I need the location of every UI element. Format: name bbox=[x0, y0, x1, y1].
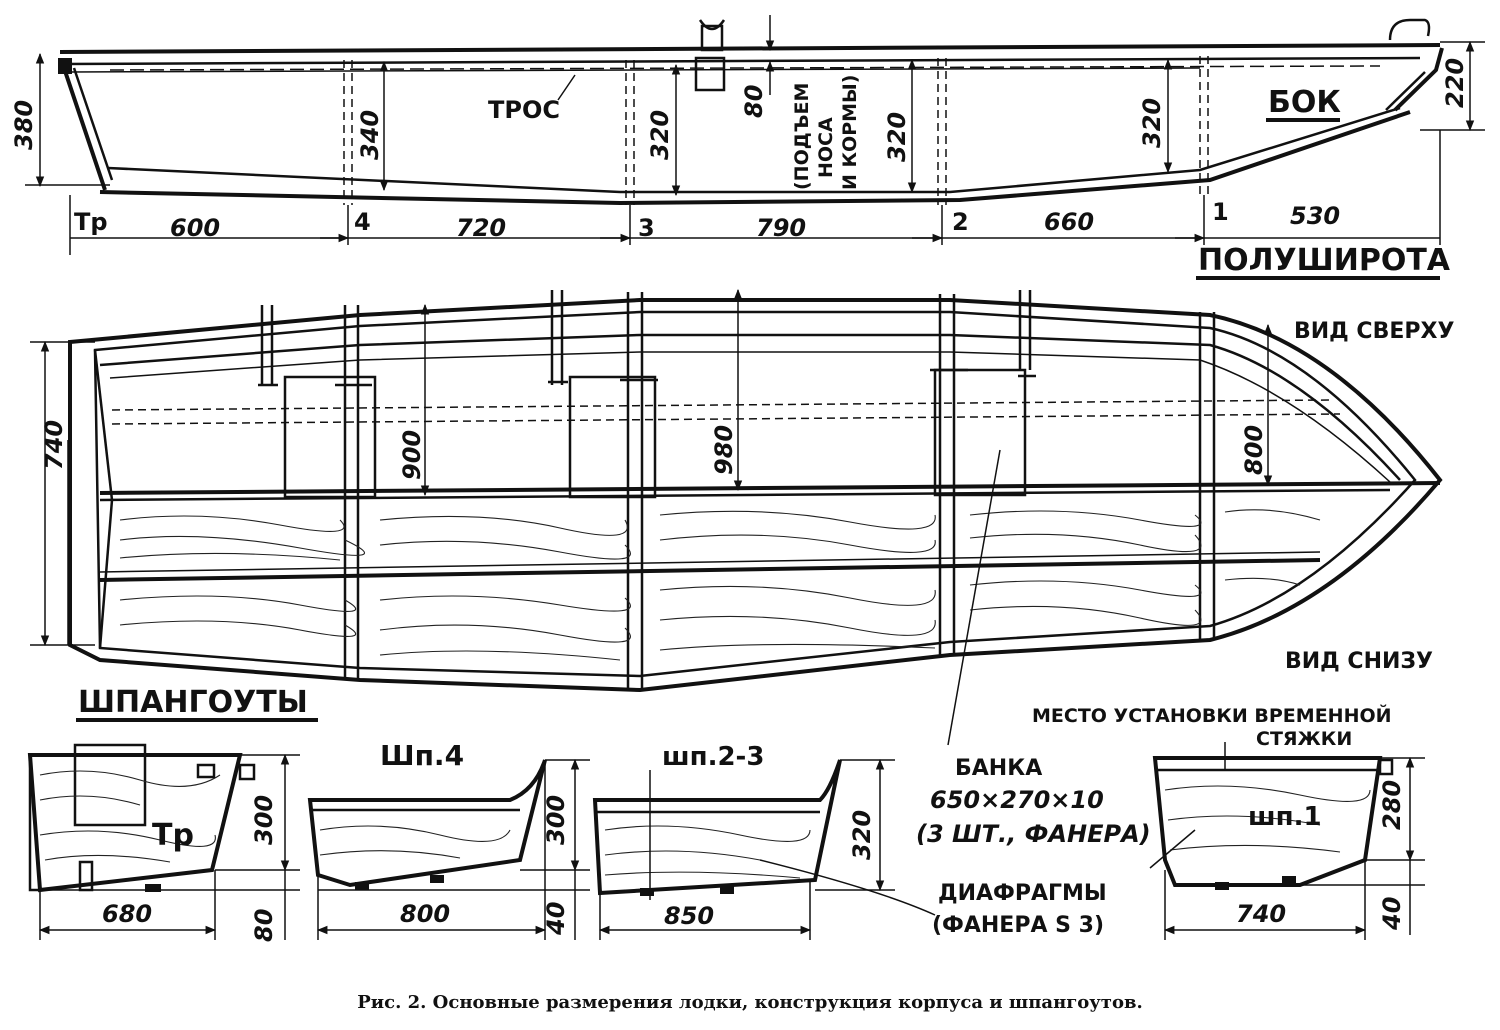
dim-transom-height: 380 bbox=[10, 100, 38, 150]
bottom-view-label: ВИД СНИЗУ bbox=[1285, 649, 1433, 674]
cable-label: ТРОС bbox=[488, 96, 560, 124]
dim-plan-st3: 980 bbox=[710, 425, 738, 475]
frame-1-label: шп.1 bbox=[1248, 802, 1322, 832]
frame-tr-height: 300 bbox=[250, 795, 278, 845]
frame-4-height: 300 bbox=[542, 795, 570, 845]
lift-note-1: (ПОДЪЕМ bbox=[791, 83, 813, 190]
spacing-4: 660 bbox=[1044, 208, 1094, 236]
spacing-5: 530 bbox=[1290, 202, 1340, 230]
frames-section: ШПАНГОУТЫ Тр 300 80 680 bbox=[27, 685, 1425, 942]
half-breadth-title: ПОЛУШИРОТА bbox=[1198, 243, 1451, 278]
lift-note-3: И КОРМЫ) bbox=[839, 75, 861, 190]
frame-2-3: шп.2-3 320 850 bbox=[592, 742, 936, 940]
dim-lift: 80 bbox=[740, 85, 768, 118]
frame-4-label: Шп.4 bbox=[380, 739, 464, 772]
frame-1-height: 280 bbox=[1378, 780, 1406, 830]
dim-st1-height: 320 bbox=[1138, 98, 1166, 148]
frame-tr-width: 680 bbox=[102, 900, 152, 928]
side-view-title: БОК bbox=[1268, 85, 1341, 120]
dim-plan-transom: 740 bbox=[40, 420, 68, 470]
bench-size: 650×270×10 bbox=[930, 786, 1104, 814]
spacing-3: 790 bbox=[756, 214, 806, 242]
frame-transom: Тр 300 80 680 bbox=[27, 743, 300, 942]
dim-st2-height: 320 bbox=[883, 112, 911, 162]
oarlock-icon bbox=[694, 19, 726, 92]
frame-tr-label: Тр bbox=[152, 818, 194, 853]
frame-4: Шп.4 300 40 800 bbox=[307, 739, 590, 940]
temp-tie-line1: МЕСТО УСТАНОВКИ ВРЕМЕННОЙ bbox=[1032, 704, 1392, 727]
dim-st3-height: 320 bbox=[646, 110, 674, 160]
frame-4-width: 800 bbox=[400, 900, 450, 928]
dim-bow-height: 220 bbox=[1441, 58, 1469, 108]
frame-1: шп.1 280 40 740 bbox=[1149, 742, 1425, 940]
bench-qty: (3 ШТ., ФАНЕРА) bbox=[916, 820, 1151, 848]
plan-view: 740 900 980 800 ВИД СВЕРХУ ВИД СНИЗУ bbox=[30, 288, 1454, 746]
frame-23-label: шп.2-3 bbox=[662, 742, 764, 772]
station-1: 1 bbox=[1212, 198, 1229, 226]
frame-tr-rise: 80 bbox=[250, 909, 278, 942]
dim-st4-height: 340 bbox=[356, 110, 384, 160]
frame-23-width: 850 bbox=[664, 902, 714, 930]
station-2: 2 bbox=[952, 208, 969, 236]
side-view: БОК ТРОС 380 340 320 80 (ПОДЪЕМ НОСА И К… bbox=[10, 15, 1485, 280]
frame-1-width: 740 bbox=[1236, 900, 1286, 928]
frame-1-rise: 40 bbox=[1378, 897, 1406, 931]
bench-title: БАНКА bbox=[955, 756, 1042, 781]
frames-title: ШПАНГОУТЫ bbox=[78, 685, 308, 720]
station-transom: Тр bbox=[74, 208, 108, 236]
spacing-1: 600 bbox=[170, 214, 220, 242]
station-4: 4 bbox=[354, 208, 371, 236]
plank-grain bbox=[119, 509, 1321, 661]
temp-tie-line2: СТЯЖКИ bbox=[1256, 728, 1352, 750]
top-view-label: ВИД СВЕРХУ bbox=[1294, 319, 1454, 344]
dim-plan-st4: 900 bbox=[398, 430, 426, 480]
diaphragms-material: (ФАНЕРА S 3) bbox=[932, 913, 1104, 938]
frame-4-rise: 40 bbox=[542, 902, 570, 936]
lift-note-2: НОСА bbox=[815, 117, 837, 178]
frame-23-height: 320 bbox=[848, 810, 876, 860]
station-3: 3 bbox=[638, 214, 655, 242]
spacing-2: 720 bbox=[456, 214, 506, 242]
dim-plan-st1: 800 bbox=[1240, 425, 1268, 475]
figure-caption: Рис. 2. Основные размерения лодки, конст… bbox=[357, 992, 1143, 1013]
diaphragms-title: ДИАФРАГМЫ bbox=[938, 881, 1107, 906]
